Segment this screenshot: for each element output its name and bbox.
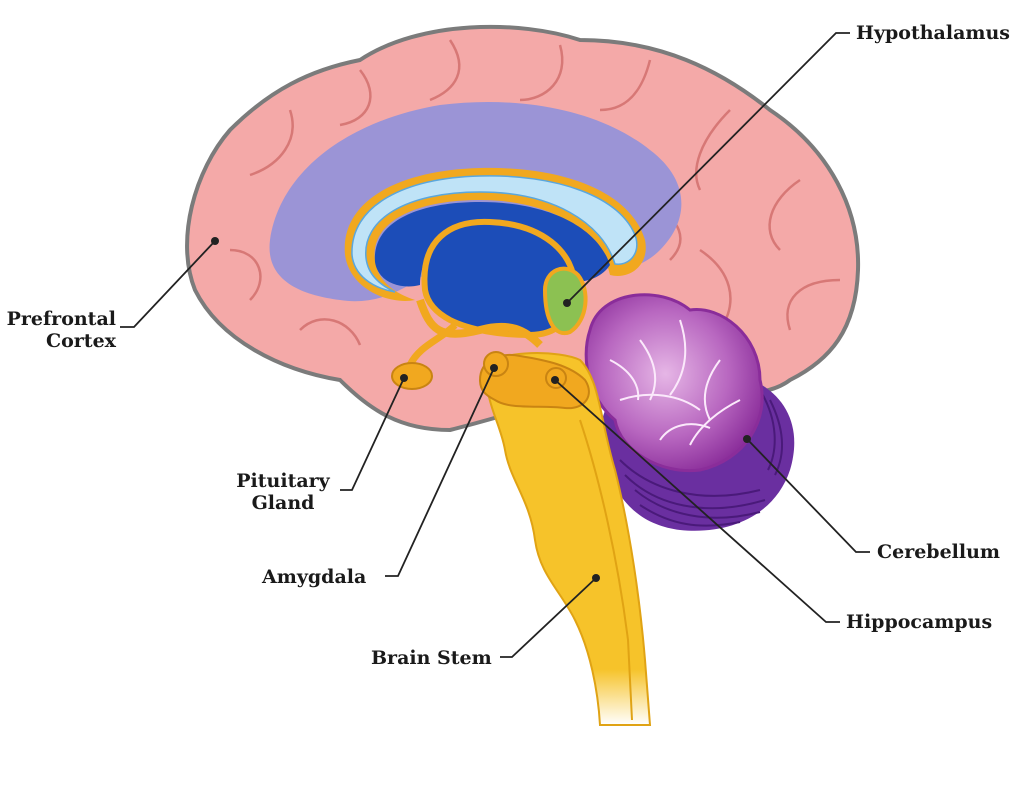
label-amygdala: Amygdala bbox=[262, 566, 366, 588]
infundibulum bbox=[406, 322, 458, 367]
label-brain-stem: Brain Stem bbox=[371, 647, 492, 669]
pituitary-leader bbox=[340, 377, 405, 491]
amygdala-shape bbox=[483, 351, 509, 377]
label-hippocampus: Hippocampus bbox=[846, 611, 992, 633]
hippocampus-leader bbox=[554, 379, 840, 623]
cerebellum-leader bbox=[746, 438, 870, 553]
label-hypothalamus-text: Hypothalamus bbox=[856, 22, 1010, 44]
brain-stem-shape bbox=[486, 352, 652, 726]
label-hippocampus-text: Hippocampus bbox=[846, 611, 993, 633]
label-pituitary-gland: Pituitary Gland bbox=[228, 470, 338, 514]
hypothalamus-leader bbox=[566, 32, 850, 304]
label-hypothalamus: Hypothalamus bbox=[856, 22, 1010, 44]
label-brain-stem-text: Brain Stem bbox=[371, 647, 492, 669]
leader-lines bbox=[120, 32, 870, 658]
cerebellum-shape bbox=[584, 293, 795, 531]
label-pituitary-line1: Pituitary bbox=[236, 470, 330, 492]
label-cerebellum-text: Cerebellum bbox=[877, 541, 1001, 563]
stem-inner-line bbox=[579, 419, 633, 721]
label-prefrontal-line1: Prefrontal bbox=[6, 308, 116, 330]
prefrontal-leader bbox=[120, 240, 216, 328]
amygdala-leader bbox=[385, 367, 495, 577]
label-amygdala-text: Amygdala bbox=[262, 566, 367, 588]
corpus-callosum-stripe bbox=[351, 175, 638, 293]
brainstem-leader bbox=[500, 577, 597, 658]
label-prefrontal-line2: Cortex bbox=[46, 330, 116, 352]
label-pituitary-line2: Gland bbox=[251, 492, 315, 514]
leader-dots bbox=[211, 237, 751, 582]
pituitary-gland-shape bbox=[391, 362, 433, 390]
fornix bbox=[416, 298, 543, 348]
label-prefrontal-cortex: Prefrontal Cortex bbox=[0, 308, 116, 352]
label-cerebellum: Cerebellum bbox=[877, 541, 1000, 563]
